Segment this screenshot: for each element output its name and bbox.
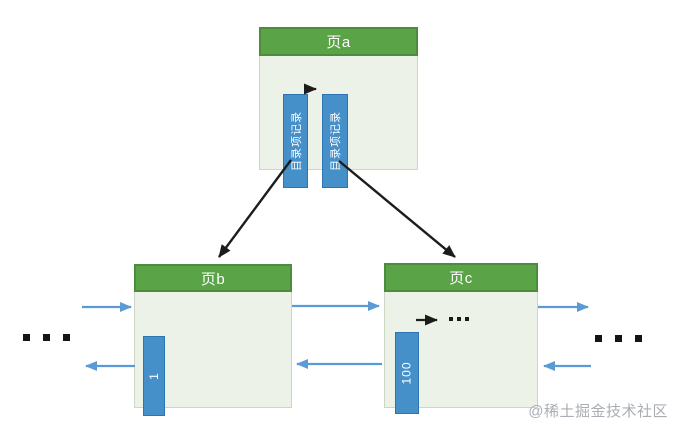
page-a-header: 页a — [259, 27, 418, 56]
page-c-header: 页c — [384, 263, 538, 292]
page-c-body: 100 — [384, 292, 538, 414]
arrow-page-a-to-page-b — [218, 159, 292, 258]
directory-entry-record-1-label: 目录项记录 — [290, 111, 303, 171]
user-record-100-label: 100 — [400, 361, 414, 385]
user-record-100: 100 — [395, 332, 419, 414]
page-c-box: 页c 100 — [384, 263, 538, 414]
page-a-body: 目录项记录 目录项记录 — [259, 56, 418, 188]
arrow-page-a-to-page-c — [338, 160, 456, 258]
ellipsis-left-icon — [23, 334, 70, 341]
page-b-box: 页b 1 — [134, 264, 292, 416]
directory-entry-record-1: 目录项记录 — [283, 94, 308, 188]
directory-entry-record-2: 目录项记录 — [322, 94, 348, 188]
page-b-header: 页b — [134, 264, 292, 292]
page-a-title: 页a — [326, 34, 351, 51]
ellipsis-page-c-icon — [449, 317, 469, 321]
ellipsis-right-icon — [595, 335, 642, 342]
user-record-1: 1 — [143, 336, 165, 416]
directory-entry-record-2-label: 目录项记录 — [330, 111, 342, 171]
user-record-1-label: 1 — [147, 372, 161, 380]
page-b-body: 1 — [134, 292, 292, 416]
page-a-box: 页a 目录项记录 目录项记录 — [259, 27, 418, 188]
page-b-title: 页b — [200, 270, 226, 288]
page-c-title: 页c — [449, 270, 473, 287]
watermark: @稀土掘金技术社区 — [528, 403, 668, 420]
